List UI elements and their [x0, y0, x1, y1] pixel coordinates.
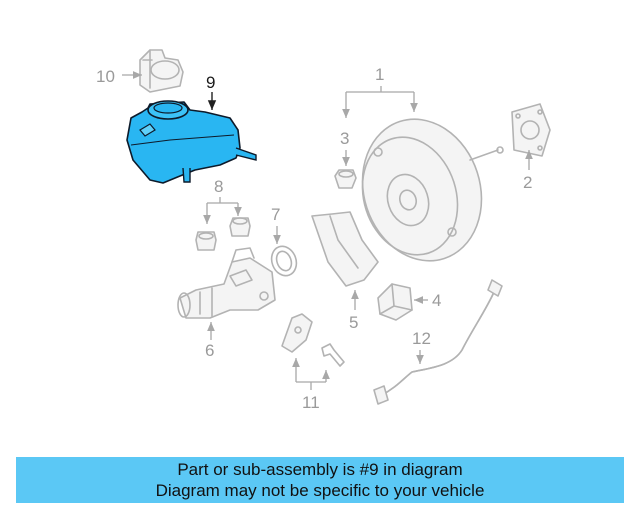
callout-3: 3 [340, 129, 349, 148]
part-10-cap [139, 49, 184, 93]
banner-line-1: Part or sub-assembly is #9 in diagram [177, 460, 463, 479]
part-2-gasket [511, 103, 551, 157]
callout-1: 1 [375, 65, 384, 84]
part-12-vacuum-hose [373, 279, 503, 405]
part-6-master-cylinder [177, 247, 276, 319]
callout-7: 7 [271, 205, 280, 224]
part-3-grommet [334, 169, 357, 189]
callout-5: 5 [349, 313, 358, 332]
callout-12: 12 [412, 329, 431, 348]
callout-9: 9 [206, 73, 215, 92]
part-7-seal [270, 245, 298, 277]
callout-2: 2 [523, 173, 532, 192]
callout-8: 8 [214, 177, 223, 196]
callout-4: 4 [432, 291, 441, 310]
part-9-reservoir [126, 100, 257, 184]
callout-10: 10 [96, 67, 115, 86]
info-banner: Part or sub-assembly is #9 in diagram Di… [16, 457, 624, 503]
part-11-bracket-bolt [281, 313, 345, 367]
callout-11: 11 [302, 393, 320, 412]
part-1-brake-booster [361, 118, 504, 262]
part-5-heat-shield [311, 211, 379, 287]
banner-line-2: Diagram may not be specific to your vehi… [155, 481, 485, 500]
part-4-sensor [377, 283, 413, 321]
part-8-grommets [195, 217, 251, 251]
callout-6: 6 [205, 341, 214, 360]
parts-diagram: 10 9 8 7 6 1 [96, 49, 551, 412]
